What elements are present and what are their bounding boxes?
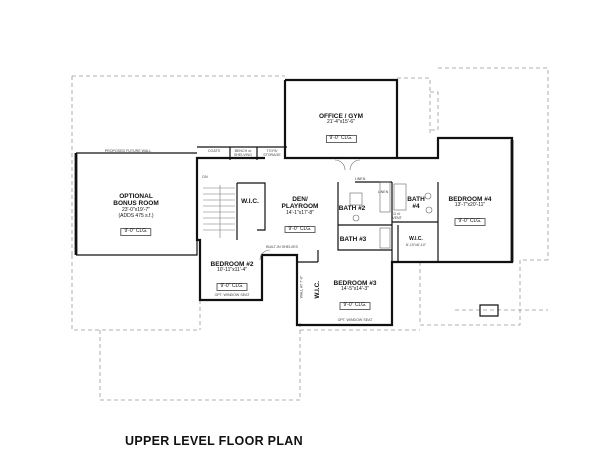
room-name: BATH xyxy=(407,196,425,203)
coats-label: COATS xyxy=(207,149,221,153)
thick-wall-segments xyxy=(74,140,514,262)
room-bath-3: BATH #3 xyxy=(339,236,367,243)
toy-storage-label: TOYS/ STORAGE xyxy=(263,149,281,158)
room-dims: 14'-5"x14'-3" xyxy=(341,286,369,293)
dryer-vent-label: D r/r VENT xyxy=(392,212,402,221)
room-name: BEDROOM #2 xyxy=(210,261,254,268)
window-seat-label-3: OPT. WINDOW SEAT xyxy=(337,318,373,322)
ceiling-height: 9'-0" CLG. xyxy=(454,218,486,226)
exterior-walls xyxy=(195,78,514,327)
room-bath-2: BATH #2 xyxy=(338,205,366,212)
room-dims: 23'-0"x19'-7" xyxy=(122,206,150,213)
room-note: (ADDS 475 s.f.) xyxy=(118,212,154,219)
room-bedroom-4: BEDROOM #4 13'-7"x20'-11" 9'-0" CLG. xyxy=(448,196,492,228)
room-dims: 8'-10"x8'-10" xyxy=(405,242,427,247)
ceiling-height: 9'-0" CLG. xyxy=(284,225,316,234)
future-wall-note: PROPOSED FUTURE WALL xyxy=(104,149,152,153)
room-wic-3: W.I.C. xyxy=(314,280,322,299)
plan-title: UPPER LEVEL FLOOR PLAN xyxy=(125,434,303,448)
room-bedroom-2: BEDROOM #2 10'-11"x11'-4" 9'-0" CLG. xyxy=(210,261,254,293)
built-in-shelves-label: BUILT-IN SHELVES xyxy=(266,245,298,249)
fixtures xyxy=(259,159,433,261)
room-name: BEDROOM #4 xyxy=(448,196,492,203)
room-name: DEN/ xyxy=(292,196,308,203)
linen-label-1: LINEN xyxy=(354,177,366,181)
room-dims: 21'-4"x15'-6" xyxy=(327,119,355,126)
room-wic-4: W.I.C. 8'-10"x8'-10" xyxy=(405,236,427,247)
room-den: DEN/ PLAYROOM 14'-1"x17'-8" 9'-0" CLG. xyxy=(281,196,319,235)
linen-label-2: LINEN xyxy=(377,190,389,194)
room-dims: 10'-11"x11'-4" xyxy=(216,267,248,274)
stairs-down-label: DN xyxy=(202,175,208,179)
room-name: OFFICE / GYM xyxy=(318,113,364,120)
room-dims: 14'-1"x17'-8" xyxy=(286,209,314,216)
room-name: BONUS ROOM xyxy=(113,200,159,208)
bench-label: BENCH or SHELVING xyxy=(234,149,252,158)
room-name: PLAYROOM xyxy=(281,203,319,211)
ceiling-height: 9'-0" CLG. xyxy=(325,135,357,143)
window-seat-label-2: OPT. WINDOW SEAT xyxy=(214,293,250,297)
room-name: W.I.C. xyxy=(409,236,423,242)
room-bath-4: BATH #4 xyxy=(407,196,425,211)
room-name: #4 xyxy=(412,203,420,211)
ceiling-height: 9'-0" CLG. xyxy=(120,228,152,237)
room-bonus: OPTIONAL BONUS ROOM 23'-0"x19'-7" (ADDS … xyxy=(113,193,159,238)
room-dims: 13'-7"x20'-11" xyxy=(454,202,486,209)
room-bedroom-3: BEDROOM #3 14'-5"x14'-3" 9'-0" CLG. xyxy=(333,280,377,312)
interior-walls xyxy=(76,146,499,317)
ceiling-height: 9'-0" CLG. xyxy=(216,283,248,291)
room-wic-1: W.I.C. xyxy=(241,198,259,205)
ceiling-height: 9'-0" CLG. xyxy=(339,302,371,310)
roof-outline xyxy=(71,67,549,401)
stairs xyxy=(203,185,235,238)
room-name: BEDROOM #3 xyxy=(333,280,377,287)
wall-height-note: WALL AT 7'-0" xyxy=(299,275,304,299)
room-office: OFFICE / GYM 21'-4"x15'-6" 9'-0" CLG. xyxy=(319,113,363,145)
room-name: OPTIONAL xyxy=(119,193,153,200)
